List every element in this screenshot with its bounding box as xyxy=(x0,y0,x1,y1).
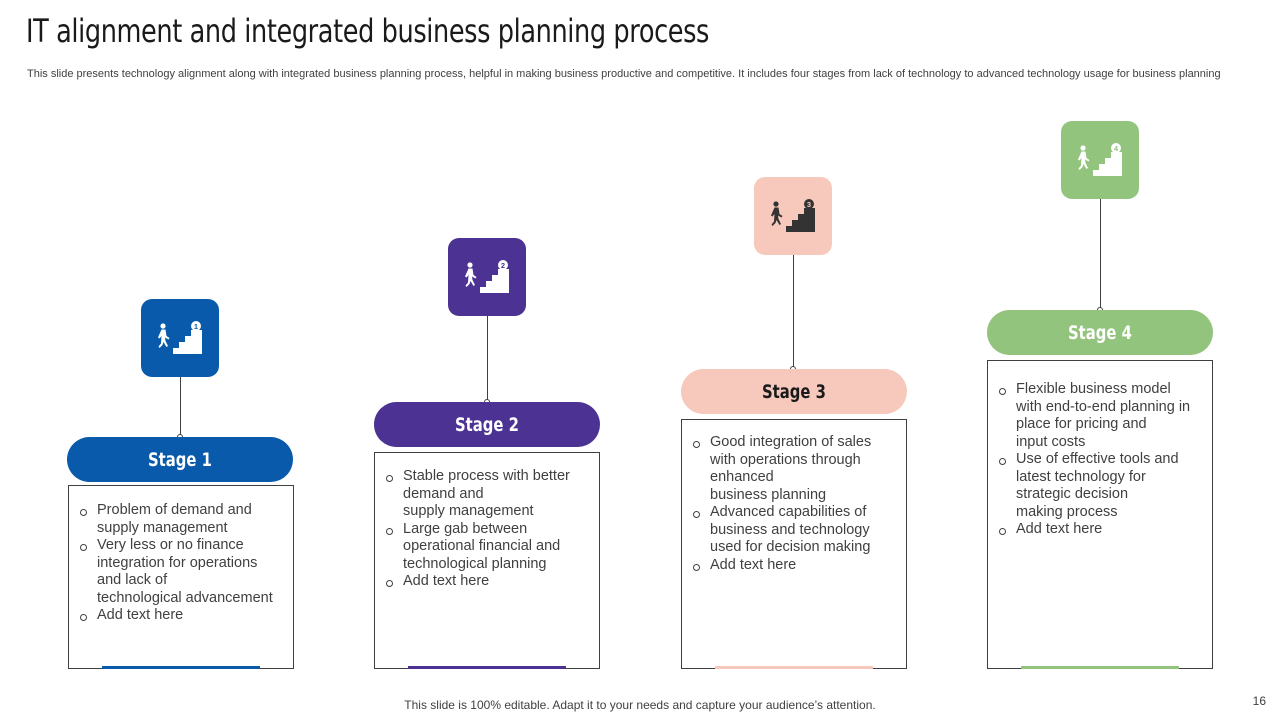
list-item: Flexible business model with end-to-end … xyxy=(988,381,1212,451)
stage-4-bullet-list: Flexible business model with end-to-end … xyxy=(988,381,1212,539)
list-item: Add text here xyxy=(988,521,1212,539)
stage-number-badge: 2 xyxy=(501,261,505,270)
list-item: Add text here xyxy=(375,573,599,591)
stage-3-card-accent xyxy=(715,666,873,669)
stage-3-icon-box: 3 xyxy=(754,177,832,255)
stage-2-label-pill: Stage 2 xyxy=(374,402,600,447)
stage-2-icon-box: 2 xyxy=(448,238,526,316)
stage-number-badge: 1 xyxy=(194,322,198,331)
list-item: Add text here xyxy=(69,607,293,625)
stage-1-label: Stage 1 xyxy=(148,448,212,471)
stage-number-badge: 3 xyxy=(807,200,811,209)
stage-2-label: Stage 2 xyxy=(455,413,519,436)
stage-4-connector xyxy=(1100,199,1101,310)
stage-2-bullet-list: Stable process with better demand and su… xyxy=(375,468,599,591)
stage-4-card-accent xyxy=(1021,666,1179,669)
stage-1-icon-box: 1 xyxy=(141,299,219,377)
stairs-climb-icon: 4 xyxy=(1078,143,1122,176)
stage-3-label: Stage 3 xyxy=(762,380,826,403)
list-item: Large gab between operational financial … xyxy=(375,521,599,574)
stage-2-card-accent xyxy=(408,666,566,669)
stage-3-card: Good integration of sales with operation… xyxy=(681,419,907,669)
slide-title: IT alignment and integrated business pla… xyxy=(26,12,709,50)
list-item: Problem of demand and supply management xyxy=(69,502,293,537)
stage-1-card: Problem of demand and supply management … xyxy=(68,485,294,669)
slide-subtitle: This slide presents technology alignment… xyxy=(27,68,1221,80)
stage-number-badge: 4 xyxy=(1114,144,1119,153)
stairs-climb-icon: 2 xyxy=(465,260,509,293)
stairs-climb-icon: 1 xyxy=(158,321,202,354)
stage-4-label-pill: Stage 4 xyxy=(987,310,1213,355)
stage-2-card: Stable process with better demand and su… xyxy=(374,452,600,669)
stage-3-label-pill: Stage 3 xyxy=(681,369,907,414)
stage-4-icon-box: 4 xyxy=(1061,121,1139,199)
list-item: Good integration of sales with operation… xyxy=(682,434,906,504)
list-item: Add text here xyxy=(682,557,906,575)
stage-1-label-pill: Stage 1 xyxy=(67,437,293,482)
stage-4-label: Stage 4 xyxy=(1068,321,1132,344)
stairs-climb-icon: 3 xyxy=(771,199,815,232)
stage-4-card: Flexible business model with end-to-end … xyxy=(987,360,1213,669)
stage-1-card-accent xyxy=(102,666,260,669)
stage-3-bullet-list: Good integration of sales with operation… xyxy=(682,434,906,574)
slide-footer: This slide is 100% editable. Adapt it to… xyxy=(404,698,876,712)
stage-1-bullet-list: Problem of demand and supply management … xyxy=(69,502,293,625)
list-item: Use of effective tools and latest techno… xyxy=(988,451,1212,521)
stage-2-connector xyxy=(487,316,488,402)
list-item: Stable process with better demand and su… xyxy=(375,468,599,521)
page-number: 16 xyxy=(1252,694,1266,708)
stage-3-connector xyxy=(793,255,794,369)
list-item: Advanced capabilities of business and te… xyxy=(682,504,906,557)
stage-1-connector xyxy=(180,377,181,437)
list-item: Very less or no finance integration for … xyxy=(69,537,293,607)
